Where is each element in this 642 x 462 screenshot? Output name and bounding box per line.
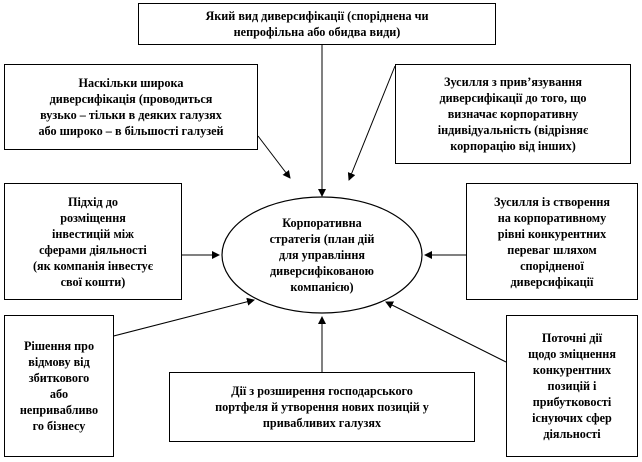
corporate-strategy-label: Корпоративна стратегія (план дій для упр… — [269, 216, 375, 294]
box-divestment-decision: Рішення про відмову від збиткового або н… — [4, 315, 114, 457]
box-portfolio-expansion: Дії з розширення господарського портфеля… — [169, 372, 475, 442]
box-corporate-identity: Зусилля з прив’язування диверсифікації д… — [395, 64, 631, 164]
box-diversification-type: Який вид диверсифікації (споріднена чи н… — [138, 3, 496, 45]
arrow-lower-right — [385, 301, 507, 363]
box-investment-allocation: Підхід до розміщення інвестицій між сфер… — [4, 183, 182, 300]
arrow-upper-left — [257, 135, 291, 179]
box-competitive-advantage: Зусилля із створення на корпоративному р… — [466, 183, 638, 300]
arrow-lower-left — [97, 297, 255, 341]
box-diversification-breadth: Наскільки широка диверсифікація (проводи… — [4, 64, 258, 150]
center-ellipse — [221, 196, 423, 314]
box-strengthening-positions: Поточні дії щодо зміцнення конкурентних … — [506, 315, 638, 457]
arrow-upper-right — [347, 65, 396, 181]
